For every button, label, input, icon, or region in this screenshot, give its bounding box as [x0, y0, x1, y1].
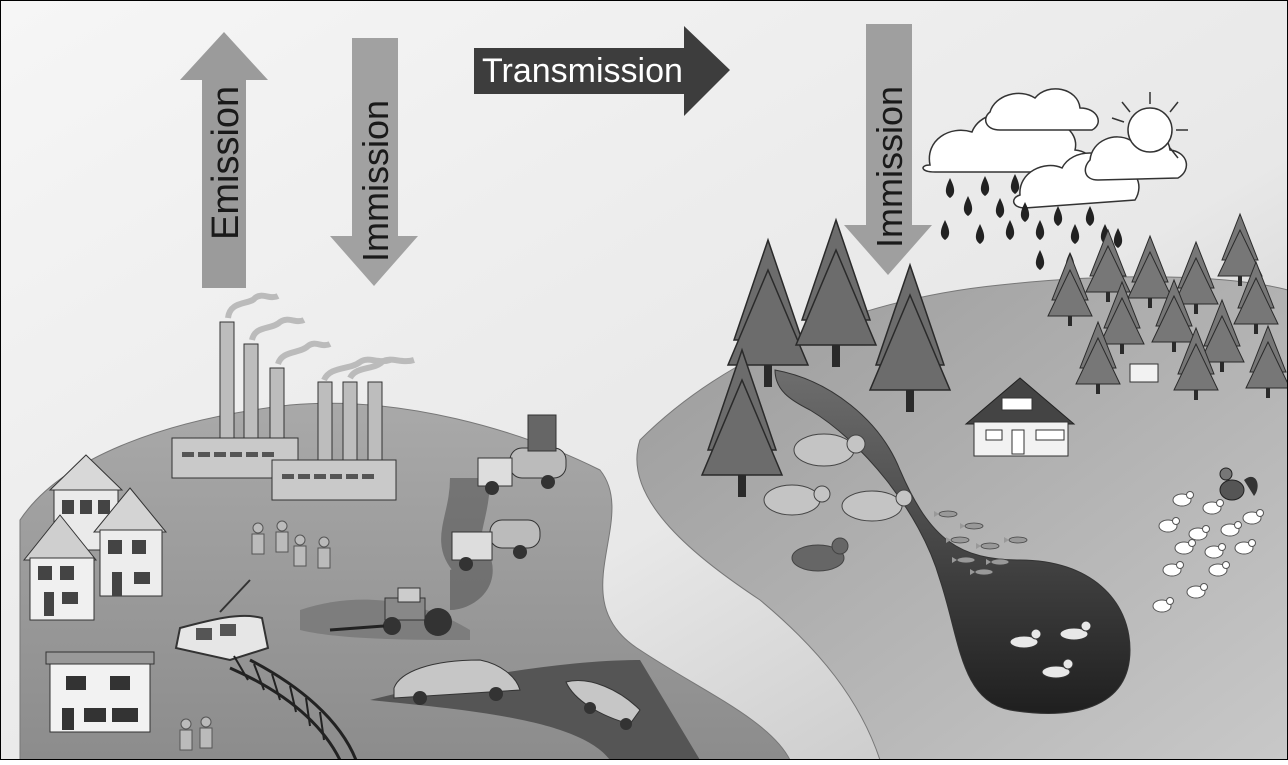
railway — [229, 655, 358, 761]
ducks — [1009, 620, 1092, 679]
transmission-label: Transmission — [482, 52, 683, 90]
houses — [22, 454, 168, 733]
cars — [393, 659, 641, 730]
emission-arrow: Emission — [180, 32, 268, 288]
rooster — [1219, 467, 1258, 501]
cows — [763, 433, 913, 572]
tanker-trucks — [441, 414, 567, 610]
factory — [171, 292, 415, 501]
sun — [1111, 92, 1188, 159]
immission-arrow-right: Immission — [844, 24, 932, 275]
river — [774, 369, 1131, 714]
farmhouse — [964, 363, 1159, 457]
tram — [174, 579, 270, 662]
workers — [179, 520, 331, 751]
immission-arrow-left: Immission — [330, 38, 418, 286]
tractor — [329, 587, 452, 636]
transmission-arrow: Transmission — [474, 26, 730, 116]
immission-label-right: Immission — [869, 86, 910, 248]
immission-label-left: Immission — [355, 100, 396, 262]
emission-label: Emission — [205, 86, 247, 240]
